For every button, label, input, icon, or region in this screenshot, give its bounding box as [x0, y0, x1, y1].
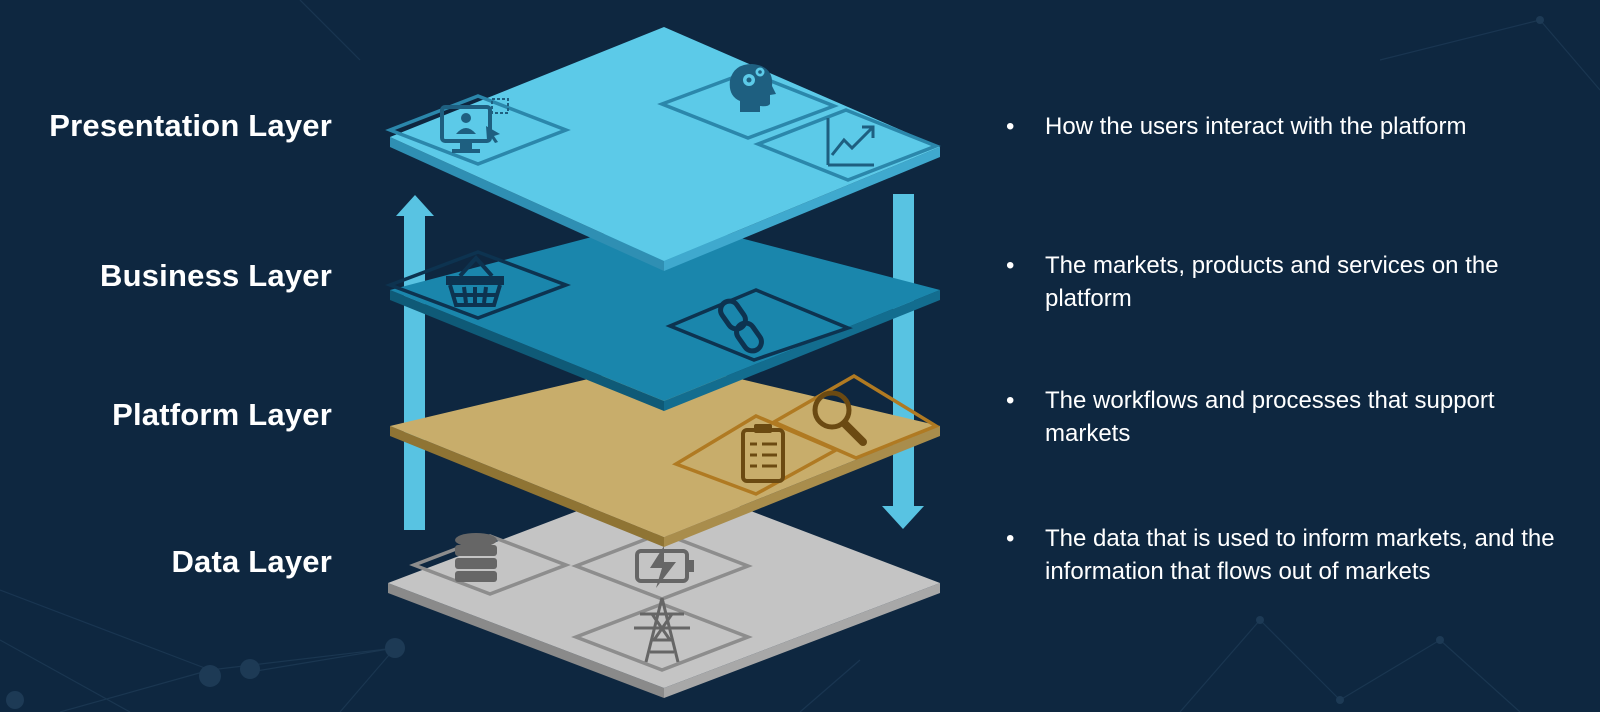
downward-arrow — [882, 194, 924, 529]
description-text: The workflows and processes that support… — [1045, 387, 1495, 447]
description-text: The data that is used to inform markets,… — [1045, 525, 1555, 585]
magnifier-icon — [812, 390, 867, 446]
data-description: • The data that is used to inform market… — [1006, 522, 1566, 588]
shopping-basket-icon — [446, 254, 504, 307]
business-layer-label: Business Layer — [100, 258, 332, 293]
bullet-marker: • — [1006, 113, 1015, 140]
platform-description: • The workflows and processes that suppo… — [1006, 384, 1566, 450]
bullet-marker: • — [1006, 252, 1015, 279]
upward-arrow — [396, 195, 434, 530]
business-description: • The markets, products and services on … — [1006, 249, 1566, 315]
description-text: The markets, products and services on th… — [1045, 252, 1499, 312]
data-layer-plate — [388, 478, 940, 698]
description-text: How the users interact with the platform — [1045, 113, 1467, 140]
clipboard-checklist-icon — [741, 424, 785, 483]
platform-layer-plate — [390, 361, 940, 547]
head-gears-icon — [729, 64, 776, 112]
presentation-layer-label: Presentation Layer — [49, 108, 332, 143]
business-layer-plate — [385, 218, 940, 411]
platform-layer-label: Platform Layer — [112, 397, 332, 432]
monitor-user-icon — [440, 98, 509, 153]
bullet-marker: • — [1006, 387, 1015, 414]
database-icon — [455, 533, 497, 582]
battery-charging-icon — [635, 546, 694, 588]
bullet-marker: • — [1006, 525, 1015, 552]
presentation-description: • How the users interact with the platfo… — [1006, 110, 1566, 143]
chain-link-icon — [718, 298, 764, 354]
presentation-layer-plate — [385, 27, 941, 271]
power-tower-icon — [634, 597, 690, 663]
data-layer-label: Data Layer — [171, 544, 332, 579]
trend-chart-icon — [826, 118, 875, 167]
